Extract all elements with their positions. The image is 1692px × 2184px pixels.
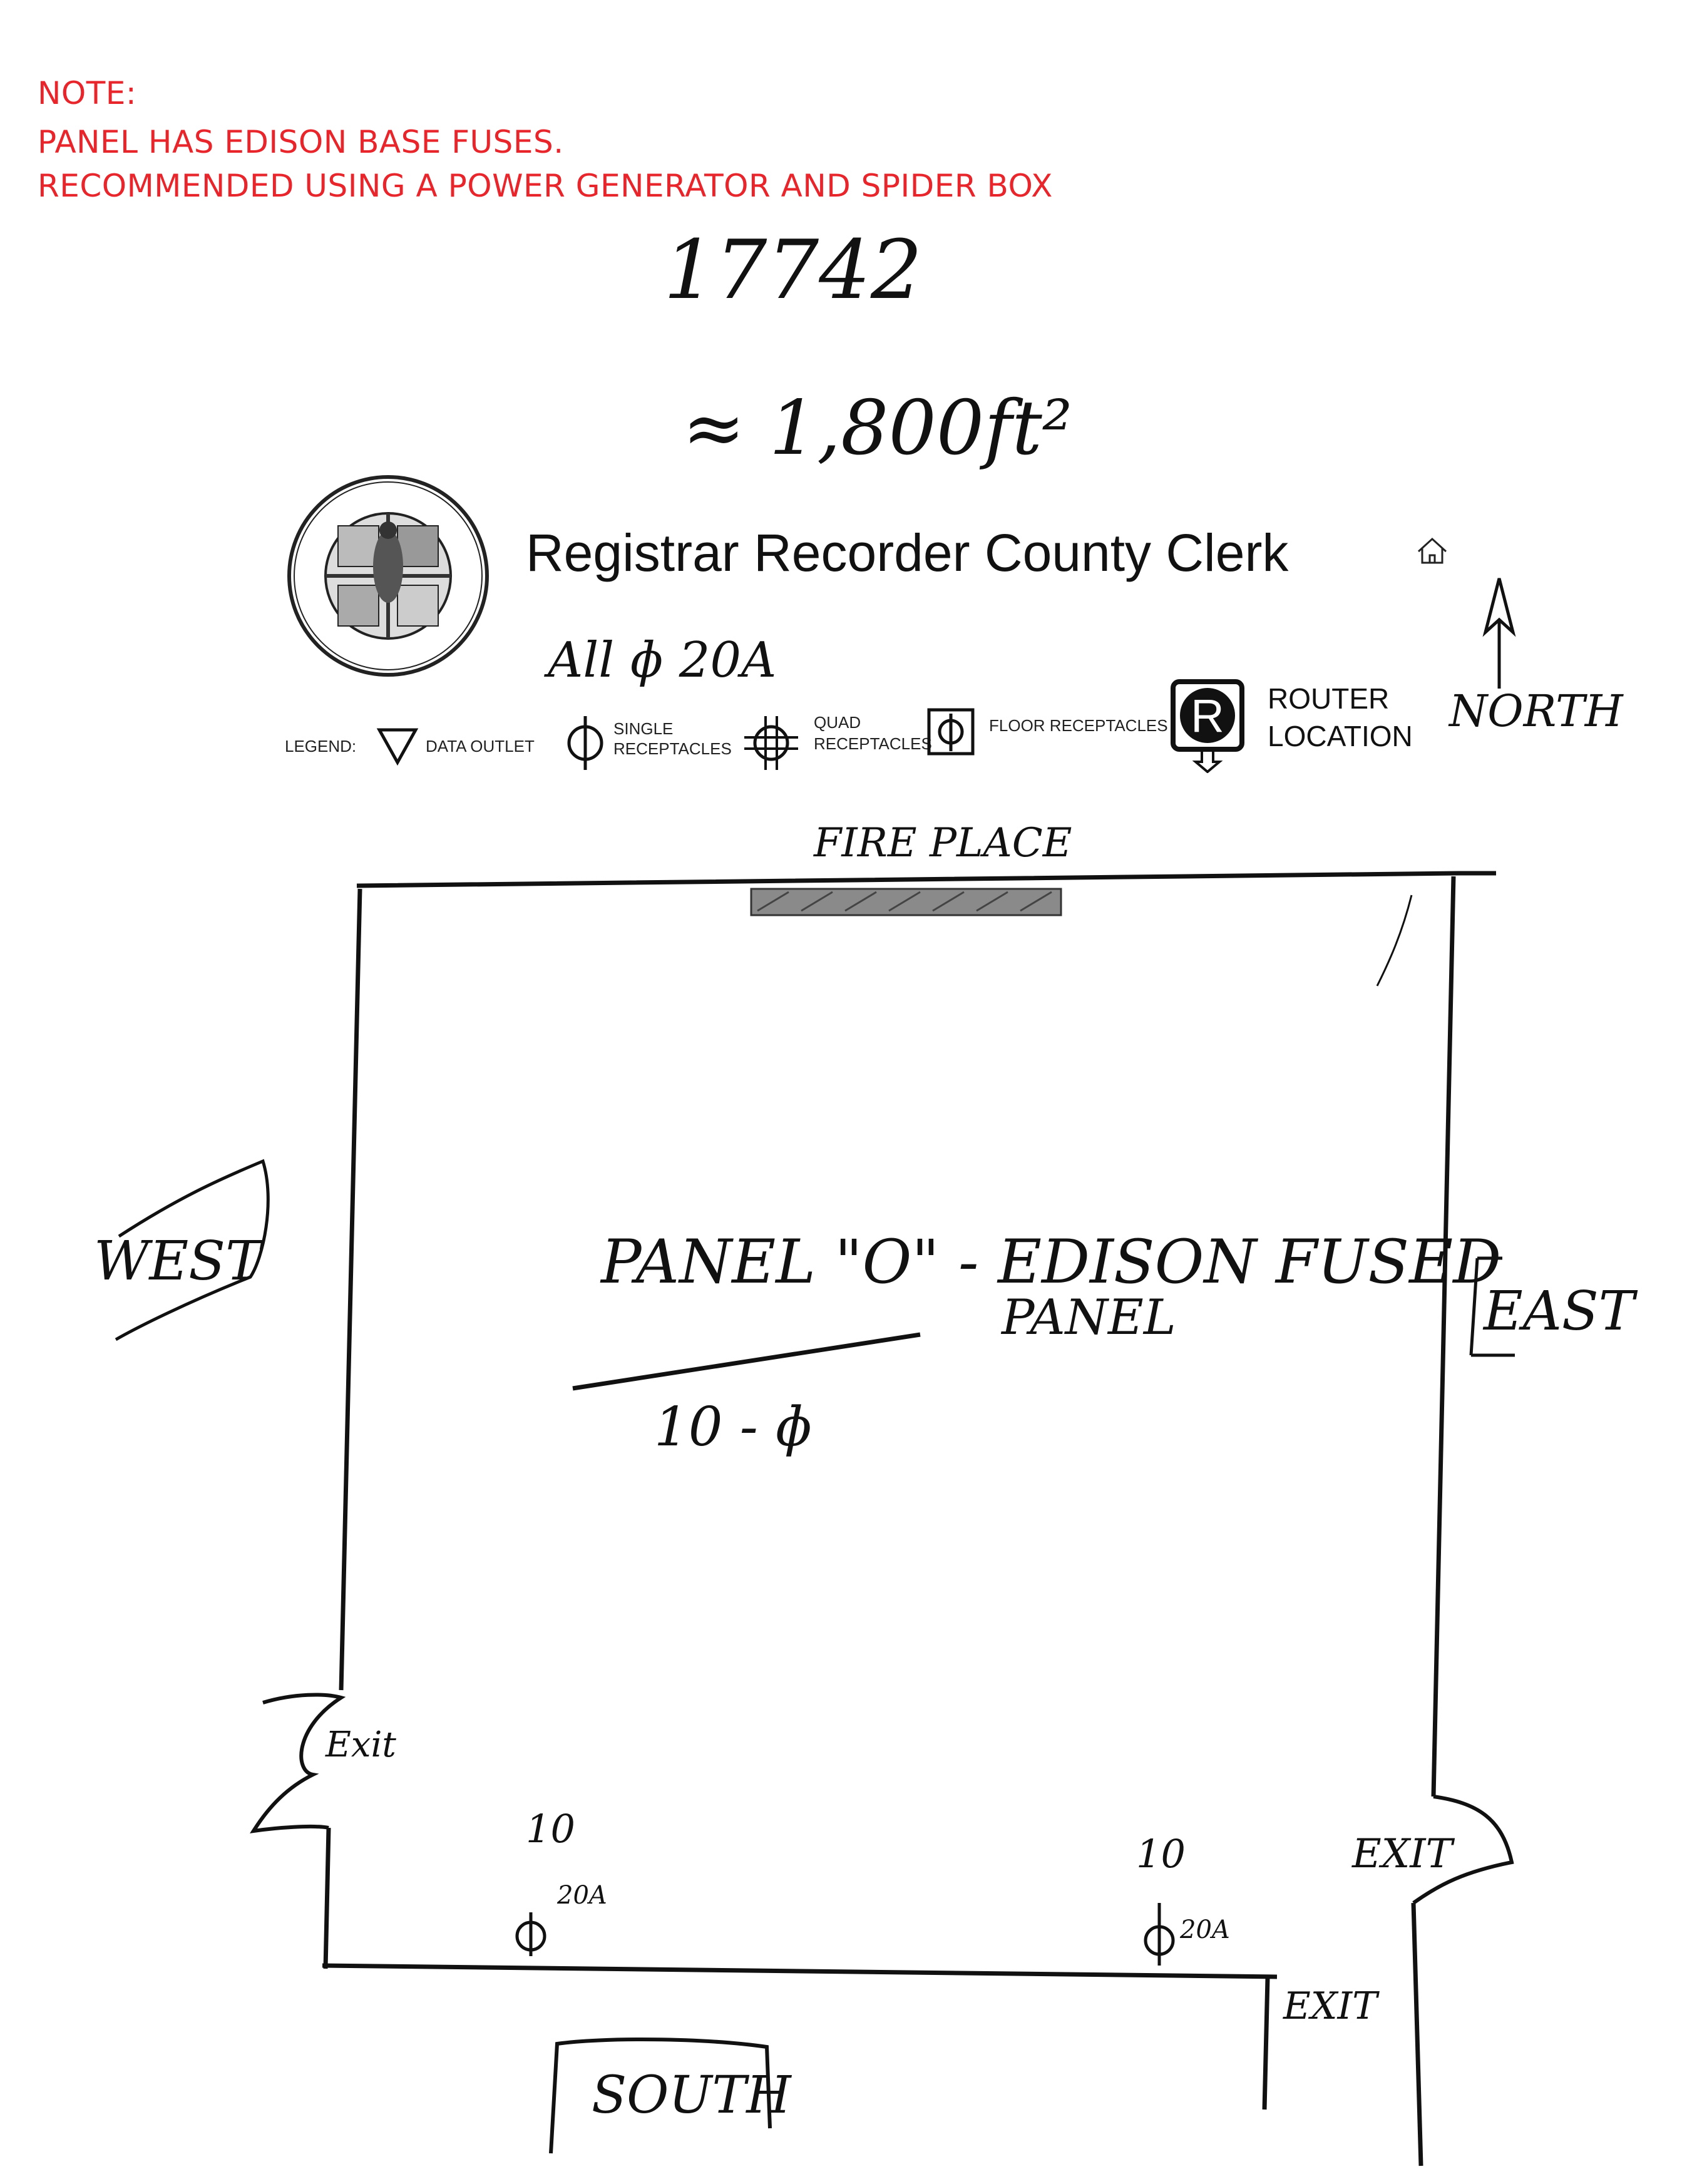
legend-label: LEGEND:	[285, 737, 357, 756]
panel-note-line2: PANEL	[1002, 1289, 1176, 1346]
county-seal-logo	[285, 473, 491, 679]
outlet-right-count: 10	[1136, 1831, 1186, 1877]
legend-quad-line2: RECEPTACLES	[814, 734, 932, 753]
receptacle-left-symbol	[515, 1912, 546, 1956]
quad-receptacle-icon	[742, 714, 801, 773]
legend-quad-line1: QUAD	[814, 713, 861, 732]
square-footage: ≈ 1,800ft²	[682, 385, 1072, 472]
legend-single-line1: SINGLE	[613, 719, 674, 738]
outlet-right-amp: 20A	[1180, 1915, 1230, 1944]
receptacle-right-symbol	[1144, 1903, 1175, 1966]
single-receptacle-icon	[563, 714, 607, 773]
outlet-left-amp: 20A	[557, 1881, 607, 1910]
legend-router-line1: ROUTER	[1268, 682, 1390, 715]
svg-text:R: R	[1191, 690, 1224, 742]
legend-floor: FLOOR RECEPTACLES	[989, 716, 1168, 735]
fireplace-block	[750, 888, 1062, 916]
legend-single-line2: RECEPTACLES	[613, 739, 732, 758]
fireplace-label: FIRE PLACE	[814, 820, 1072, 866]
south-label: SOUTH	[592, 2066, 791, 2125]
triangle-data-outlet-icon	[376, 726, 419, 767]
circuit-note: All ɸ 20A	[548, 632, 777, 689]
exit-southeast-label: EXIT	[1283, 1984, 1378, 2028]
note-heading: NOTE:	[38, 75, 137, 111]
exit-east-label: EXIT	[1352, 1831, 1453, 1877]
east-label: EAST	[1484, 1280, 1635, 1343]
north-arrow-icon	[1474, 576, 1524, 695]
legend-data-outlet: DATA OUTLET	[426, 737, 535, 756]
west-label: WEST	[94, 1230, 262, 1293]
floor-receptacle-icon	[926, 707, 977, 757]
note-line-2: RECOMMENDED USING A POWER GENERATOR AND …	[38, 168, 1053, 204]
exit-west-label: Exit	[326, 1725, 396, 1765]
panel-circuit-count: 10 - ɸ	[654, 1396, 813, 1459]
home-icon	[1415, 535, 1450, 567]
north-label: NORTH	[1449, 685, 1623, 737]
panel-note-line1: PANEL "O" - EDISON FUSED	[601, 1227, 1502, 1297]
note-line-1: PANEL HAS EDISON BASE FUSES.	[38, 124, 564, 160]
page-title: Registrar Recorder County Clerk	[526, 523, 1289, 582]
outlet-left-count: 10	[526, 1806, 575, 1852]
legend-router-line2: LOCATION	[1268, 720, 1413, 752]
site-number: 17742	[664, 222, 923, 317]
router-icon: R	[1171, 679, 1246, 773]
